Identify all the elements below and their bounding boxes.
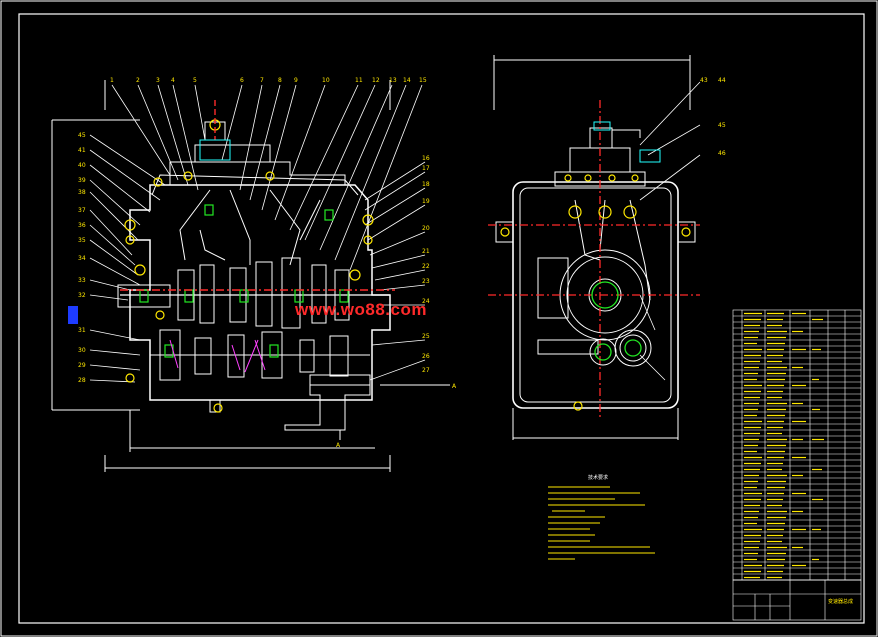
front-view-bolts [120,100,395,413]
label-3: 3 [156,77,160,84]
blue-marker [68,306,78,324]
label-right-7: 22 [422,263,430,270]
drawing-border-inner [18,13,865,624]
label-right-10: 25 [422,333,430,340]
label-8: 8 [278,77,282,84]
label-right-12: 27 [422,367,430,374]
title-block-name: 变速器总成 [828,598,853,605]
label-4: 4 [171,77,175,84]
label-right-8: 23 [422,278,430,285]
label-43: 43 [700,77,708,84]
label-13: 13 [389,77,397,84]
label-left-9: 34 [78,255,86,262]
label-left-13: 30 [78,347,86,354]
label-left-5: 38 [78,189,86,196]
technical-notes: 技术要求 [548,474,655,560]
label-11: 11 [355,77,363,84]
notes-title: 技术要求 [588,474,608,481]
label-left-8: 35 [78,237,86,244]
label-left-10: 33 [78,277,86,284]
label-left-14: 29 [78,362,86,369]
label-10: 10 [322,77,330,84]
label-15: 15 [419,77,427,84]
label-left-15: 28 [78,377,86,384]
label-2: 2 [136,77,140,84]
label-left-2: 41 [78,147,86,154]
side-view [493,55,701,440]
label-right-2: 17 [422,165,430,172]
label-right-5: 20 [422,225,430,232]
side-view-labels: 43 44 45 46 [700,77,726,157]
label-46: 46 [718,150,726,157]
label-45: 45 [718,122,726,129]
label-6: 6 [240,77,244,84]
label-7: 7 [260,77,264,84]
front-view [51,80,450,472]
section-mark-a-1: A [452,383,457,390]
label-right-9: 24 [422,298,430,305]
label-left-12: 31 [78,327,86,334]
parts-list-entries [744,312,824,579]
label-right-6: 21 [422,248,430,255]
watermark-text: www.wo88.com [295,300,427,319]
label-left-1: 45 [78,132,86,139]
label-12: 12 [372,77,380,84]
label-right-1: 16 [422,155,430,162]
label-5: 5 [193,77,197,84]
label-left-4: 39 [78,177,86,184]
section-mark-a-2: A [336,442,341,449]
label-left-6: 37 [78,207,86,214]
side-view-accents [488,100,700,420]
label-14: 14 [403,77,411,84]
label-right-11: 26 [422,353,430,360]
label-right-3: 18 [422,181,430,188]
label-1: 1 [110,77,114,84]
label-left-3: 40 [78,162,86,169]
label-left-11: 32 [78,292,86,299]
label-44: 44 [718,77,726,84]
parts-list-table [732,309,862,621]
label-right-4: 19 [422,198,430,205]
label-9: 9 [294,77,298,84]
label-left-7: 36 [78,222,86,229]
front-view-callout-labels: 1 2 3 4 5 6 7 8 9 10 11 12 13 14 15 45 4… [78,77,457,449]
